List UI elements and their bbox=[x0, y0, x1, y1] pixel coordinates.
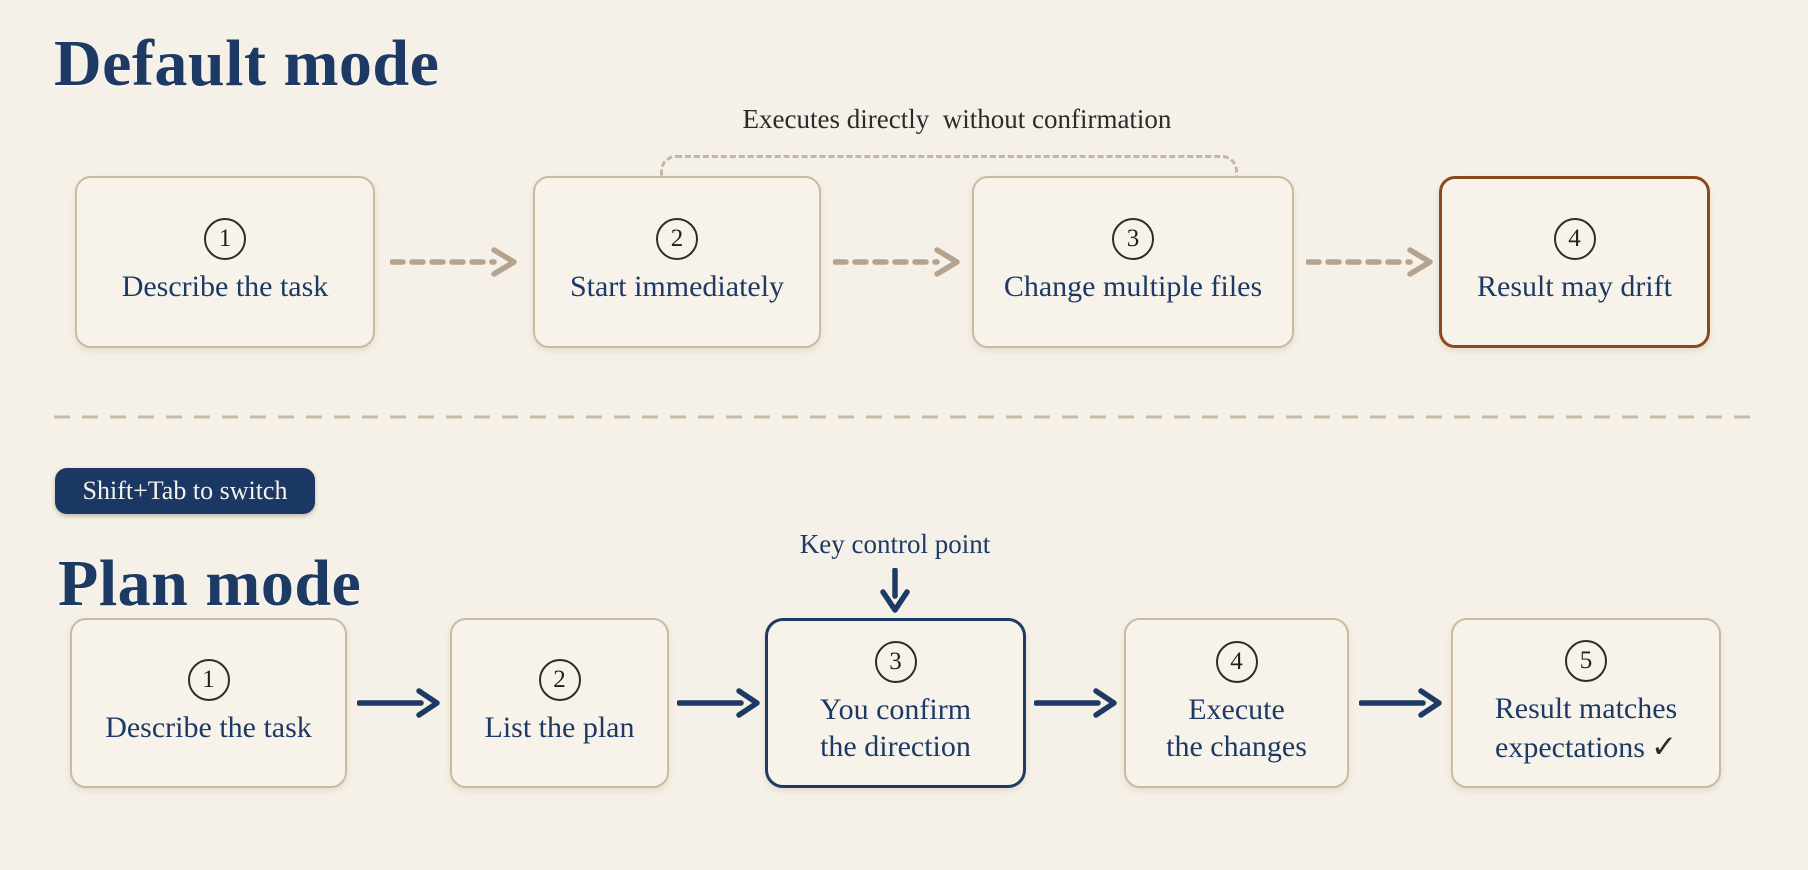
plan-step-execute-changes: 4 Execute the changes bbox=[1124, 618, 1349, 788]
solid-arrow-icon bbox=[357, 688, 440, 718]
step-label: Result matches expectations✓ bbox=[1489, 691, 1683, 766]
step-number-circle: 3 bbox=[1112, 218, 1154, 261]
default-step-describe-task: 1 Describe the task bbox=[75, 176, 375, 348]
step-number-circle: 5 bbox=[1565, 639, 1607, 682]
step-label-line1: Execute bbox=[1188, 692, 1285, 726]
default-step-change-files: 3 Change multiple files bbox=[972, 176, 1294, 348]
dashed-arrow-icon bbox=[1306, 247, 1433, 277]
solid-arrow-icon bbox=[1359, 688, 1442, 718]
plan-mode-title: Plan mode bbox=[58, 547, 362, 620]
step-label-line2: expectations bbox=[1495, 730, 1645, 764]
step-number-circle: 1 bbox=[187, 659, 230, 702]
step-number-circle: 2 bbox=[538, 659, 581, 702]
step-number-circle: 4 bbox=[1215, 640, 1258, 683]
plan-step-result-matches: 5 Result matches expectations✓ bbox=[1451, 618, 1721, 788]
step-label-line2: the changes bbox=[1166, 729, 1307, 763]
plan-step-list-plan: 2 List the plan bbox=[450, 618, 669, 788]
plan-step-confirm-direction: 3 You confirm the direction bbox=[765, 618, 1026, 788]
default-mode-title: Default mode bbox=[54, 27, 440, 100]
solid-arrow-icon bbox=[677, 688, 760, 718]
step-label: Change multiple files bbox=[1003, 270, 1263, 304]
step-label: Result may drift bbox=[1477, 270, 1672, 304]
step-label: Describe the task bbox=[105, 711, 312, 745]
solid-arrow-icon bbox=[1034, 688, 1117, 718]
step-label: Execute the changes bbox=[1160, 692, 1313, 765]
step-number-circle: 3 bbox=[874, 640, 917, 683]
section-divider bbox=[54, 415, 1758, 419]
step-number-circle: 4 bbox=[1553, 218, 1596, 261]
badge-label: Shift+Tab to switch bbox=[82, 476, 288, 505]
dashed-arrow-icon bbox=[833, 247, 960, 277]
step-label-line1: Result matches bbox=[1494, 691, 1678, 725]
step-label: You confirm the direction bbox=[814, 692, 977, 765]
step-number-circle: 1 bbox=[204, 218, 246, 261]
default-step-result-drift: 4 Result may drift bbox=[1439, 176, 1710, 348]
down-arrow-icon bbox=[880, 568, 910, 613]
plan-step-describe-task: 1 Describe the task bbox=[70, 618, 347, 788]
annotation-bracket bbox=[660, 155, 1238, 179]
shift-tab-badge: Shift+Tab to switch bbox=[55, 468, 315, 514]
key-control-annotation: Key control point bbox=[799, 529, 991, 559]
step-label-line1: You confirm bbox=[819, 692, 972, 726]
step-label: Start immediately bbox=[569, 270, 785, 304]
step-label: List the plan bbox=[484, 711, 635, 745]
check-icon: ✓ bbox=[1650, 728, 1677, 764]
step-label-line2: the direction bbox=[820, 729, 971, 763]
step-label: Describe the task bbox=[121, 270, 329, 304]
default-step-start-immediately: 2 Start immediately bbox=[533, 176, 821, 348]
step-number-circle: 2 bbox=[656, 218, 698, 261]
execution-annotation: Executes directly without confirmation bbox=[742, 104, 1172, 134]
dashed-arrow-icon bbox=[390, 247, 517, 277]
